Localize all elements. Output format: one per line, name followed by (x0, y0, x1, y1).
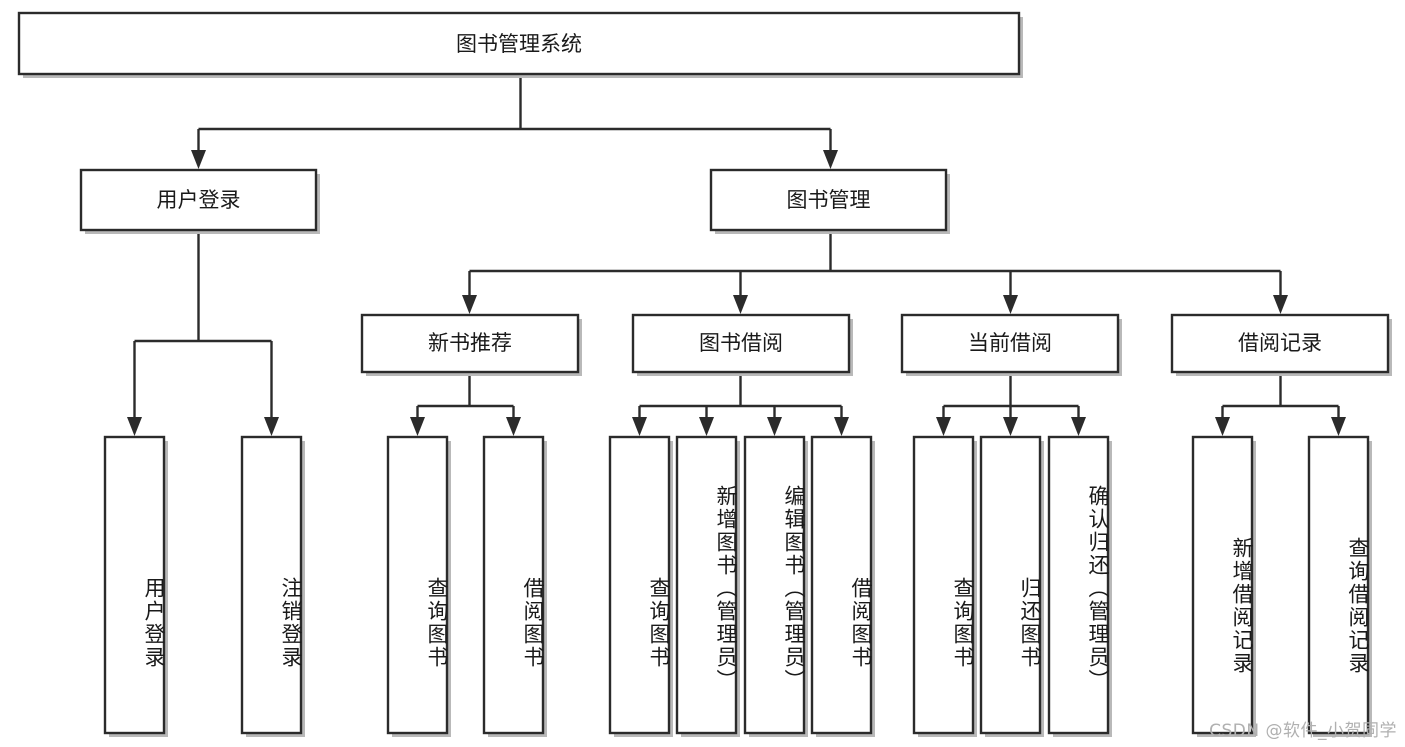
connectors-root-to-level1 (191, 78, 838, 169)
arrow-head-leaf-add-book (699, 417, 714, 436)
leaf-boxes-user-login (103, 435, 305, 737)
arrow-head-leaf-add-record (1215, 417, 1230, 436)
node-new-book-recommend[interactable]: 新书推荐 (360, 313, 582, 376)
arrow-head-leaf-confirm-return (1071, 417, 1086, 436)
arrow-head-leaf-return-book (1003, 417, 1018, 436)
connectors-borrow-record-to-leaves (1215, 376, 1346, 436)
node-book-borrow[interactable]: 图书借阅 (631, 313, 853, 376)
leaf-box-query-book-3[interactable] (912, 435, 975, 735)
arrow-head-leaf-query-book-3 (936, 417, 951, 436)
arrow-head-leaf-borrow-book-1 (506, 417, 521, 436)
connectors-book-borrow-to-leaves (632, 376, 849, 436)
node-user-login[interactable]: 用户登录 (79, 168, 320, 234)
leaf-boxes-borrow-record (1191, 435, 1372, 737)
leaf-box-query-record[interactable] (1307, 435, 1370, 735)
leaf-boxes-current-borrow (912, 435, 1112, 737)
leaf-box-user-login[interactable] (103, 435, 166, 735)
arrow-head-leaf-query-record (1331, 417, 1346, 436)
watermark-text: CSDN @软件_小贺同学 (1209, 721, 1397, 741)
leaf-box-add-book[interactable] (675, 435, 738, 735)
user-login-box[interactable] (79, 168, 318, 232)
root-label: 图书管理系统 (456, 32, 582, 56)
leaf-box-return-book[interactable] (979, 435, 1042, 735)
node-current-borrow[interactable]: 当前借阅 (900, 313, 1122, 376)
arrow-head-current-borrow (1003, 295, 1018, 314)
leaf-box-borrow-book-2[interactable] (810, 435, 873, 735)
user-login-label: 用户登录 (157, 188, 241, 212)
borrow-record-label: 借阅记录 (1238, 331, 1322, 355)
new-book-label: 新书推荐 (428, 331, 512, 355)
book-manage-label: 图书管理 (787, 188, 871, 212)
arrow-head-book-manage (823, 150, 838, 169)
book-borrow-label: 图书借阅 (699, 331, 783, 355)
arrow-head-leaf-user-login (127, 417, 142, 436)
book-borrow-box[interactable] (631, 313, 851, 374)
connectors-user-login-to-leaves (127, 234, 279, 436)
current-borrow-label: 当前借阅 (968, 331, 1052, 355)
leaf-boxes-book-borrow (608, 435, 875, 737)
node-borrow-record[interactable]: 借阅记录 (1170, 313, 1392, 376)
connectors-new-book-to-leaves (410, 376, 521, 436)
arrow-head-leaf-query-book-1 (410, 417, 425, 436)
arrow-head-leaf-edit-book (767, 417, 782, 436)
arrow-head-book-borrow (733, 295, 748, 314)
book-manage-box[interactable] (709, 168, 948, 232)
leaf-box-confirm-return[interactable] (1047, 435, 1110, 735)
arrow-head-leaf-borrow-book-2 (834, 417, 849, 436)
connectors-current-borrow-to-leaves (936, 376, 1086, 436)
current-borrow-box[interactable] (900, 313, 1120, 374)
borrow-record-box[interactable] (1170, 313, 1390, 374)
connectors-book-manage-to-level2 (462, 234, 1288, 314)
arrow-head-borrow-record (1273, 295, 1288, 314)
root-box[interactable] (17, 11, 1021, 76)
leaf-box-borrow-book-1[interactable] (482, 435, 545, 735)
arrow-head-new-book-recommend (462, 295, 477, 314)
arrow-head-leaf-query-book-2 (632, 417, 647, 436)
node-root[interactable]: 图书管理系统 (17, 11, 1023, 78)
leaf-box-logout[interactable] (240, 435, 303, 735)
node-book-manage[interactable]: 图书管理 (709, 168, 950, 234)
arrow-head-user-login (191, 150, 206, 169)
leaf-box-add-record[interactable] (1191, 435, 1254, 735)
leaf-boxes-new-book-recommend (386, 435, 547, 737)
new-book-box[interactable] (360, 313, 580, 374)
leaf-box-query-book-2[interactable] (608, 435, 671, 735)
leaf-box-edit-book[interactable] (743, 435, 806, 735)
leaf-box-query-book-1[interactable] (386, 435, 449, 735)
arrow-head-leaf-logout (264, 417, 279, 436)
